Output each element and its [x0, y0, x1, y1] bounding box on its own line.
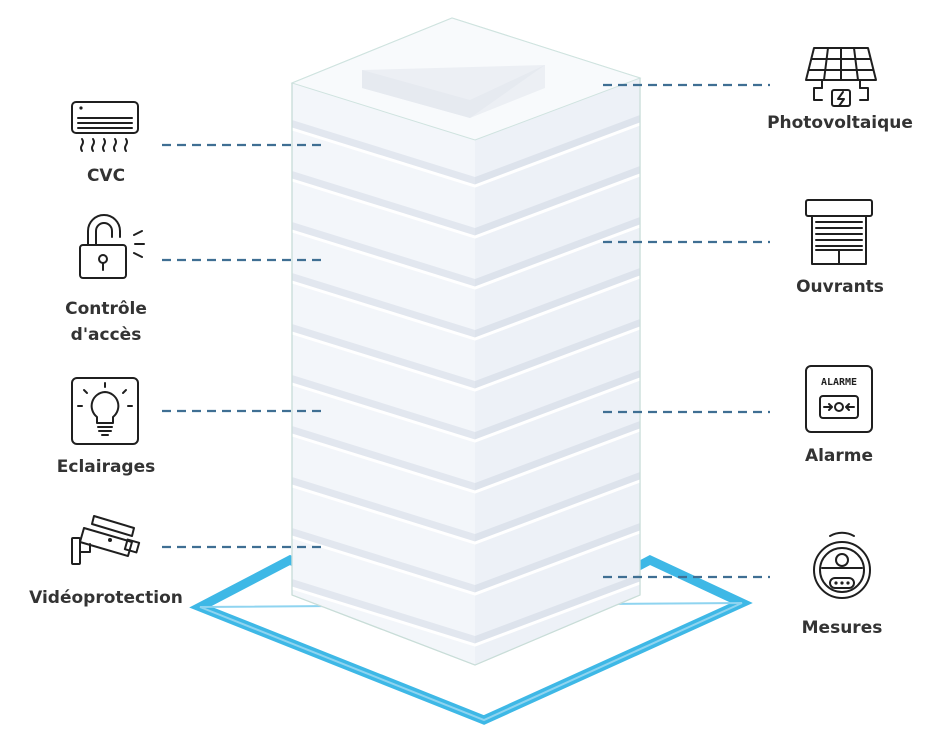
floor-gap-left: [292, 579, 475, 645]
shutter-window-icon: [805, 199, 873, 265]
floor-gap-right: [475, 574, 640, 645]
floor-gap-right: [475, 166, 640, 237]
label-openings: Ouvrants: [796, 277, 884, 297]
floor-gap-right: [475, 523, 640, 594]
padlock-icon: [79, 214, 145, 279]
label-access-line2: d'accès: [71, 325, 142, 345]
floor-gap-left: [292, 477, 475, 543]
air-conditioner-icon: [71, 101, 139, 152]
security-camera-icon: [71, 515, 141, 565]
alarm-panel-icon: ALARME: [805, 365, 873, 433]
floor-gap-left: [292, 222, 475, 288]
floor-gap-left: [292, 375, 475, 441]
label-cvc: CVC: [87, 166, 125, 186]
floor-gap-left: [292, 120, 475, 186]
floor-highlight: [291, 479, 641, 545]
label-lighting: Eclairages: [57, 457, 156, 477]
floor-gap-right: [475, 472, 640, 543]
label-access-line1: Contrôle: [65, 299, 147, 319]
floor-gap-left: [292, 171, 475, 237]
floor-highlight: [291, 326, 641, 392]
floor-highlight: [291, 530, 641, 596]
alarm-panel-text: ALARME: [821, 377, 857, 388]
lightbulb-icon: [71, 377, 139, 445]
label-video: Vidéoprotection: [29, 588, 183, 608]
floor-highlight: [291, 581, 641, 647]
floor-highlight: [291, 428, 641, 494]
floor-highlight: [291, 377, 641, 443]
floor-gap-right: [475, 115, 640, 186]
floor-gap-left: [292, 426, 475, 492]
floor-gap-left: [292, 324, 475, 390]
label-measures: Mesures: [802, 618, 883, 638]
floor-highlight: [291, 122, 641, 188]
floor-highlight: [291, 173, 641, 239]
floor-bands: [291, 115, 641, 647]
floor-highlight: [291, 224, 641, 290]
floor-gap-left: [292, 273, 475, 339]
building: [290, 17, 642, 666]
sensor-icon: [813, 531, 871, 599]
floor-gap-right: [475, 268, 640, 339]
connector-lines: [162, 83, 770, 579]
floor-gap-right: [475, 370, 640, 441]
label-alarm: Alarme: [805, 446, 873, 466]
floor-highlight: [291, 275, 641, 341]
solar-panel-icon: [805, 47, 877, 107]
floor-gap-right: [475, 421, 640, 492]
roof-block: [362, 65, 545, 118]
floor-gap-left: [292, 528, 475, 594]
floor-gap-right: [475, 217, 640, 288]
label-pv: Photovoltaique: [767, 113, 913, 133]
floor-gap-right: [475, 319, 640, 390]
